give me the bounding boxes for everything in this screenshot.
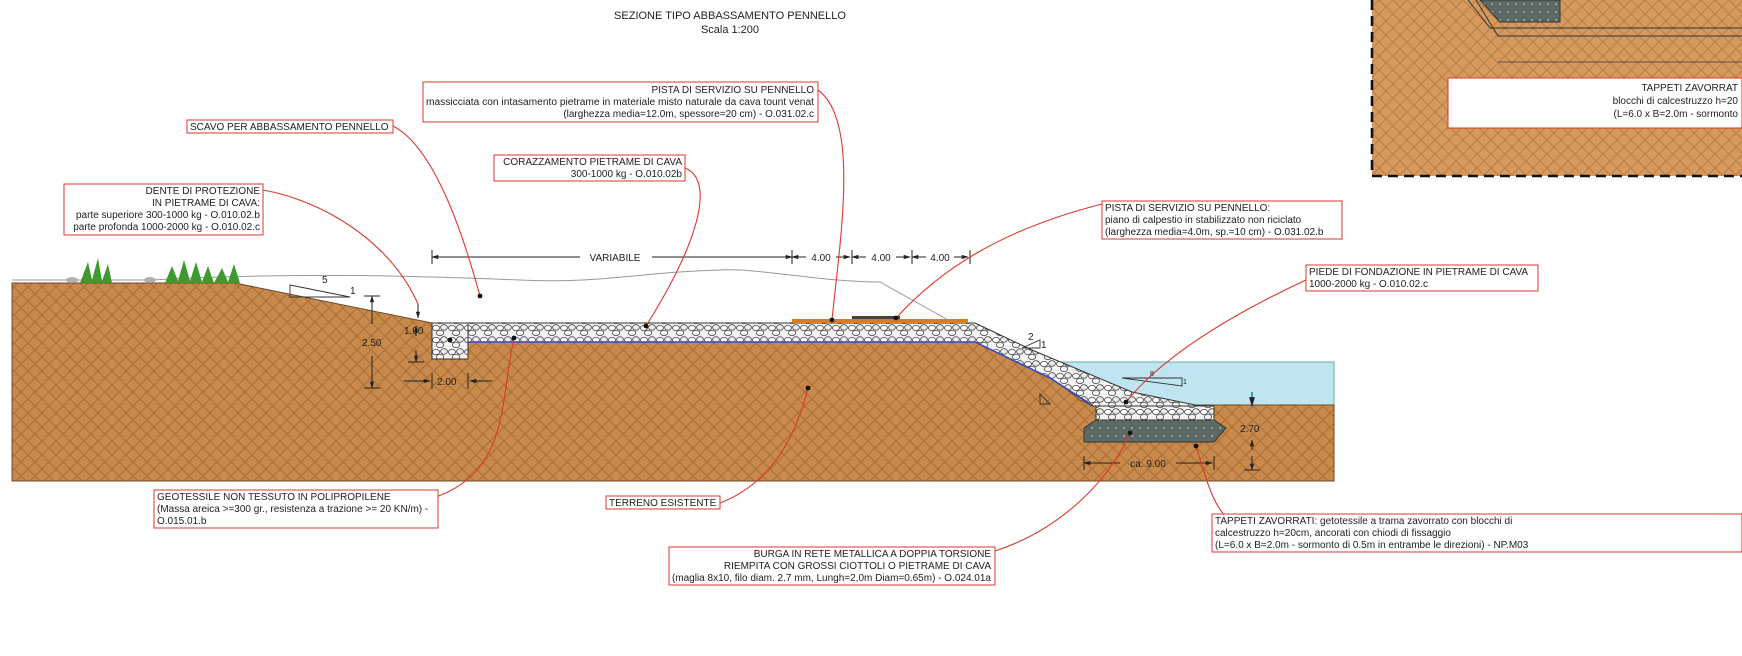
svg-text:O.015.01.b: O.015.01.b <box>157 516 207 527</box>
label-piede: PIEDE DI FONDAZIONE IN PIETRAME DI CAVA … <box>1305 264 1539 292</box>
left-vertical-dimensions <box>364 295 492 389</box>
svg-text:SCAVO PER ABBASSAMENTO PENNELL: SCAVO PER ABBASSAMENTO PENNELLO <box>190 122 389 133</box>
dimension-ca-9-00: ca. 9.00 <box>1130 459 1166 470</box>
label-corazzamento: CORAZZAMENTO PIETRAME DI CAVA 300-1000 k… <box>493 154 686 182</box>
svg-text:RIEMPITA CON GROSSI CIOTTOLI O: RIEMPITA CON GROSSI CIOTTOLI O PIETRAME … <box>724 561 991 572</box>
inset-label-2: blocchi di calcestruzzo h=20 <box>1613 96 1739 107</box>
original-profile-line <box>12 269 976 336</box>
slope-1b-label: 1 <box>1041 340 1047 351</box>
drawing-scale: Scala 1:200 <box>701 24 759 36</box>
drawing-title: SEZIONE TIPO ABBASSAMENTO PENNELLO <box>614 10 846 22</box>
label-dente: DENTE DI PROTEZIONE IN PIETRAME DI CAVA:… <box>63 183 264 236</box>
leader-lines <box>262 89 1307 552</box>
slope-2-label: 2 <box>1028 332 1034 343</box>
leader-dots <box>447 293 1199 449</box>
svg-text:(larghezza media=4.0m, sp.=10: (larghezza media=4.0m, sp.=10 cm) - O.03… <box>1105 227 1324 238</box>
dimension-4-00-c: 4.00 <box>930 253 950 264</box>
dimension-variabile: VARIABILE <box>590 253 641 264</box>
svg-text:massicciata con intasamento pi: massicciata con intasamento pietrame in … <box>426 97 814 108</box>
svg-text:parte profonda 1000-2000 kg -: parte profonda 1000-2000 kg - O.010.02.c <box>73 222 260 233</box>
svg-text:1000-2000 kg - O.010.02.c: 1000-2000 kg - O.010.02.c <box>1309 279 1428 290</box>
svg-text:GEOTESSILE NON TESSUTO IN POLI: GEOTESSILE NON TESSUTO IN POLIPROPILENE <box>157 492 391 503</box>
svg-text:calcestruzzo h=20cm, ancorati: calcestruzzo h=20cm, ancorati con chiodi… <box>1215 528 1451 539</box>
svg-text:parte superiore 300-1000 kg -: parte superiore 300-1000 kg - O.010.02.b <box>76 210 260 221</box>
geotextile-line <box>432 341 1093 406</box>
inset-detail: TAPPETI ZAVORRAT blocchi di calcestruzzo… <box>1370 0 1742 178</box>
svg-text:CORAZZAMENTO PIETRAME DI CAVA: CORAZZAMENTO PIETRAME DI CAVA <box>503 157 682 168</box>
svg-text:(larghezza media=12.0m, spesso: (larghezza media=12.0m, spessore=20 cm) … <box>563 109 814 120</box>
svg-text:TERRENO ESISTENTE: TERRENO ESISTENTE <box>609 498 717 509</box>
label-geotessile: GEOTESSILE NON TESSUTO IN POLIPROPILENE … <box>153 489 439 529</box>
label-burga: BURGA IN RETE METALLICA A DOPPIA TORSION… <box>668 546 996 586</box>
dimension-2-70: 2.70 <box>1240 424 1260 435</box>
service-track-top <box>852 316 900 319</box>
svg-text:(maglia 8x10, filo diam. 2.7 m: (maglia 8x10, filo diam. 2.7 mm, Lungh=2… <box>672 573 991 584</box>
svg-text:TAPPETI ZAVORRATI: getotessile: TAPPETI ZAVORRATI: getotessile a trama z… <box>1215 516 1512 527</box>
label-tappeti: TAPPETI ZAVORRATI: getotessile a trama z… <box>1211 513 1742 553</box>
svg-text:(Massa areica >=300 gr., resis: (Massa areica >=300 gr., resistenza a tr… <box>157 504 428 515</box>
svg-text:PISTA DI SERVIZIO SU PENNELLO: PISTA DI SERVIZIO SU PENNELLO <box>652 85 815 96</box>
dimension-4-00-a: 4.00 <box>811 253 831 264</box>
svg-text:PIEDE DI FONDAZIONE IN PIETRAM: PIEDE DI FONDAZIONE IN PIETRAME DI CAVA <box>1309 267 1528 278</box>
label-scavo: SCAVO PER ABBASSAMENTO PENNELLO <box>186 119 394 134</box>
inset-label-3: (L=6.0 x B=2.0m - sormonto <box>1613 109 1738 120</box>
label-pista-servizio: PISTA DI SERVIZIO SU PENNELLO massicciat… <box>422 81 819 123</box>
slope-1c-label: 1 <box>1183 379 1187 386</box>
inset-label-1: TAPPETI ZAVORRAT <box>1641 83 1738 94</box>
label-pista-calpestio: PISTA DI SERVIZIO SU PENNELLO: piano di … <box>1101 200 1343 240</box>
svg-text:DENTE DI PROTEZIONE: DENTE DI PROTEZIONE <box>146 186 261 197</box>
svg-text:PISTA DI SERVIZIO SU PENNELLO:: PISTA DI SERVIZIO SU PENNELLO: <box>1105 203 1270 214</box>
grass-left <box>80 258 240 283</box>
svg-text:IN PIETRAME DI CAVA:: IN PIETRAME DI CAVA: <box>152 198 260 209</box>
svg-text:(L=6.0 x B=2.0m - sormonto di: (L=6.0 x B=2.0m - sormonto di 0.5m in en… <box>1215 540 1529 551</box>
dimension-1-00: 1.00 <box>404 326 424 337</box>
svg-text:300-1000 kg - O.010.02b: 300-1000 kg - O.010.02b <box>571 169 683 180</box>
service-track-surface <box>792 319 968 323</box>
svg-text:BURGA IN RETE METALLICA A DOPP: BURGA IN RETE METALLICA A DOPPIA TORSION… <box>754 549 992 560</box>
label-terreno: TERRENO ESISTENTE <box>605 495 721 510</box>
ballasted-mattress <box>1083 419 1227 443</box>
slope-1-label: 1 <box>350 286 356 297</box>
dimension-4-00-b: 4.00 <box>871 253 891 264</box>
slope-5-label: 5 <box>322 275 328 286</box>
dimension-2-00: 2.00 <box>437 377 457 388</box>
top-dimension-line <box>431 250 971 264</box>
dimension-2-50: 2.50 <box>362 338 382 349</box>
svg-text:piano di calpestio in stabiliz: piano di calpestio in stabilizzato non r… <box>1105 215 1302 226</box>
